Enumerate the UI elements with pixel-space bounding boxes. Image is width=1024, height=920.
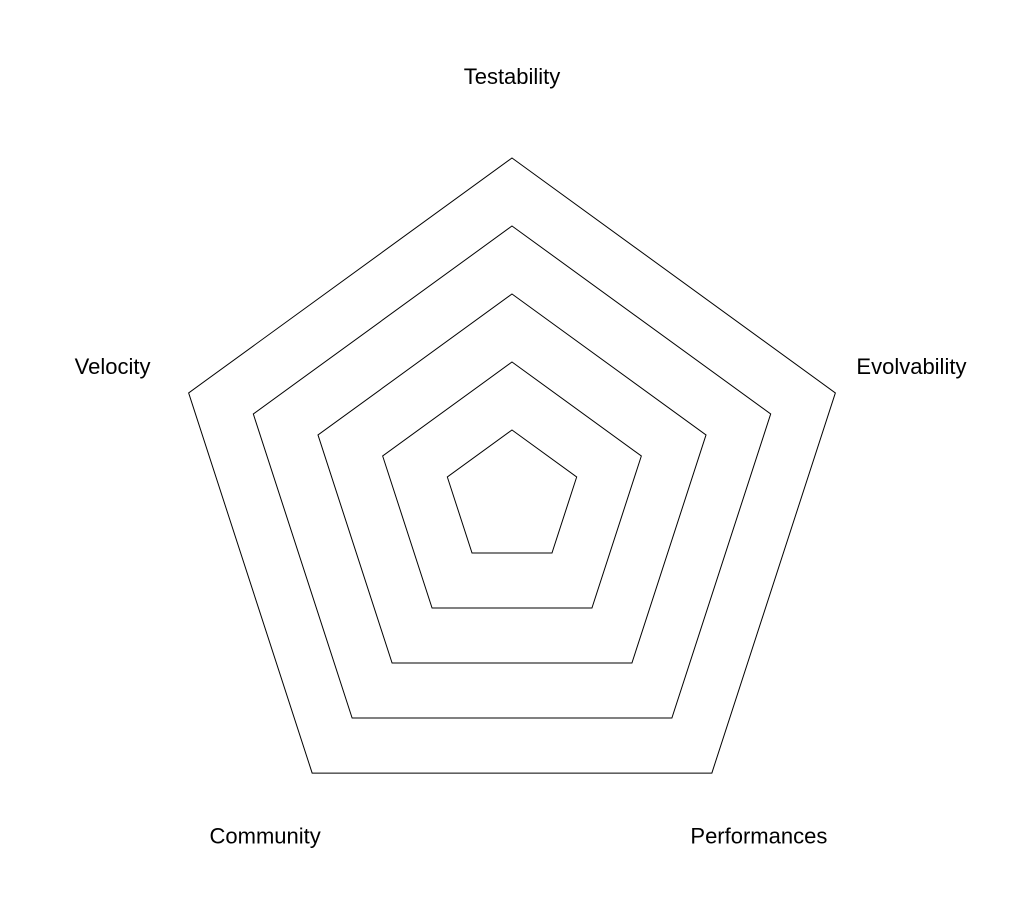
radar-grid — [188, 157, 836, 774]
grid-ring-4 — [252, 225, 772, 719]
grid-ring-2 — [382, 361, 642, 609]
grid-ring-1 — [446, 429, 578, 554]
axis-label-evolvability: Evolvability — [856, 354, 966, 379]
grid-ring-5 — [188, 157, 836, 774]
axis-label-community: Community — [210, 824, 321, 849]
axis-label-performances: Performances — [690, 824, 827, 849]
axis-label-velocity: Velocity — [75, 354, 151, 379]
axis-label-testability: Testability — [464, 64, 561, 89]
grid-ring-3 — [317, 293, 707, 664]
